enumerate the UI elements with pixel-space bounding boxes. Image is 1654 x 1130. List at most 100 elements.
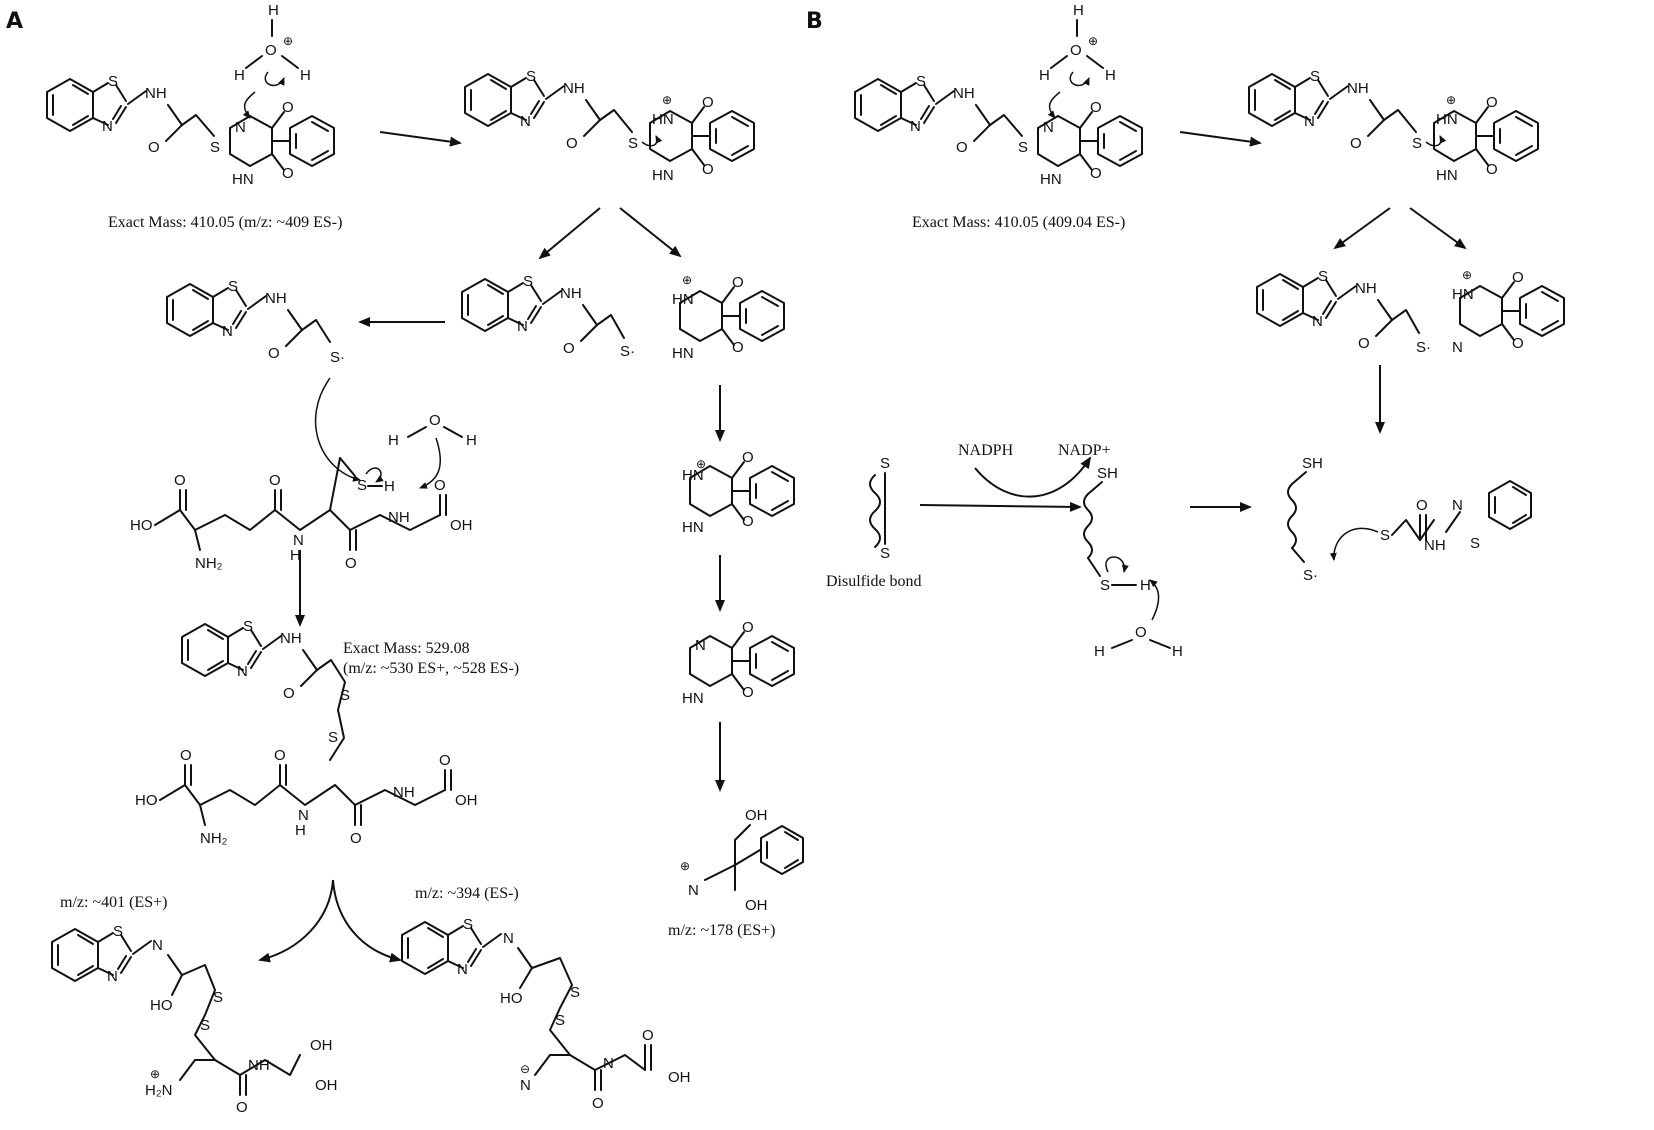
svg-text:S: S bbox=[1470, 535, 1480, 552]
svg-text:S: S bbox=[113, 923, 123, 940]
svg-text:N: N bbox=[293, 532, 304, 549]
svg-text:O: O bbox=[1135, 624, 1147, 641]
svg-text:S: S bbox=[1018, 139, 1028, 156]
svg-text:N: N bbox=[152, 937, 163, 954]
svg-text:O: O bbox=[1512, 335, 1524, 352]
svg-text:N: N bbox=[1452, 339, 1463, 356]
svg-text:H: H bbox=[1039, 67, 1050, 84]
svg-text:⊕: ⊕ bbox=[1462, 268, 1472, 282]
a-thiyl-radical-2: S N NH O S· bbox=[166, 278, 361, 482]
b-arrow-1 bbox=[1179, 131, 1262, 147]
a-arrow-2b bbox=[619, 207, 682, 258]
svg-text:O: O bbox=[269, 472, 281, 489]
svg-text:O: O bbox=[1416, 497, 1428, 514]
svg-text:O: O bbox=[592, 1095, 604, 1112]
svg-text:S: S bbox=[628, 135, 638, 152]
svg-text:N: N bbox=[107, 968, 118, 985]
svg-text:N: N bbox=[1043, 119, 1054, 136]
svg-text:S: S bbox=[526, 68, 536, 85]
svg-text:O: O bbox=[265, 42, 277, 59]
svg-text:N: N bbox=[235, 119, 246, 136]
svg-text:O: O bbox=[742, 684, 754, 701]
a-fragment-401: S N N HO S S O H₂N ⊕ NH OH OH bbox=[51, 923, 338, 1116]
svg-text:HN: HN bbox=[1452, 286, 1474, 303]
svg-text:H: H bbox=[1172, 643, 1183, 660]
svg-text:HO: HO bbox=[130, 517, 153, 534]
svg-text:HN: HN bbox=[672, 291, 694, 308]
b-cofactor-arrow bbox=[974, 456, 1092, 498]
svg-text:O: O bbox=[439, 752, 451, 769]
b-mass-label-1: Exact Mass: 410.05 (409.04 ES-) bbox=[912, 214, 1125, 231]
svg-text:O: O bbox=[180, 747, 192, 764]
b-protonated-intermediate: S N NH O S HN ⊕ HN O O bbox=[1248, 68, 1539, 184]
svg-text:HO: HO bbox=[500, 990, 523, 1007]
svg-text:S: S bbox=[1318, 268, 1328, 285]
a-frag-401-label: m/z: ~401 (ES+) bbox=[60, 894, 167, 911]
svg-text:HN: HN bbox=[232, 171, 254, 188]
a-start-compound: S N NH O S N HN O O H O ⊕ H H bbox=[46, 2, 335, 188]
svg-text:OH: OH bbox=[310, 1037, 333, 1054]
svg-text:N: N bbox=[503, 930, 514, 947]
svg-text:S·: S· bbox=[1416, 339, 1431, 356]
svg-text:S: S bbox=[880, 455, 890, 472]
svg-text:OH: OH bbox=[745, 897, 768, 914]
svg-text:NH: NH bbox=[265, 290, 287, 307]
svg-text:S: S bbox=[880, 545, 890, 562]
svg-text:O: O bbox=[1486, 161, 1498, 178]
b-thiyl-radical: S N NH O S· bbox=[1256, 268, 1431, 356]
svg-text:H: H bbox=[1073, 2, 1084, 19]
svg-text:H: H bbox=[268, 2, 279, 19]
svg-text:N: N bbox=[102, 118, 113, 135]
svg-text:O: O bbox=[268, 345, 280, 362]
svg-text:O: O bbox=[1512, 269, 1524, 286]
svg-text:N: N bbox=[603, 1055, 614, 1072]
svg-text:O: O bbox=[174, 472, 186, 489]
svg-text:N: N bbox=[1312, 313, 1323, 330]
svg-text:S: S bbox=[1310, 68, 1320, 85]
svg-text:⊕: ⊕ bbox=[696, 457, 706, 471]
a-thiyl-radical-1: S N NH O S· bbox=[461, 273, 635, 360]
svg-text:N: N bbox=[457, 961, 468, 978]
svg-text:S: S bbox=[916, 73, 926, 90]
svg-text:S·: S· bbox=[330, 349, 345, 366]
a-fragment-394: S N N HO S S O N ⊖ N O OH bbox=[401, 916, 691, 1112]
svg-text:⊕: ⊕ bbox=[1446, 93, 1456, 107]
svg-text:H₂N: H₂N bbox=[145, 1082, 173, 1099]
svg-text:NH: NH bbox=[280, 630, 302, 647]
svg-text:⊕: ⊕ bbox=[1088, 34, 1098, 48]
svg-text:S: S bbox=[570, 984, 580, 1001]
svg-text:NH₂: NH₂ bbox=[195, 555, 223, 572]
b-water: O H H bbox=[1094, 579, 1183, 660]
a-disulfide-adduct: S N NH O S S O HO NH₂ O N H O NH O OH bbox=[135, 618, 478, 847]
svg-text:O: O bbox=[1486, 94, 1498, 111]
svg-text:S: S bbox=[1100, 577, 1110, 594]
a-glutathione: S H O HO NH₂ O N H O NH O OH bbox=[130, 457, 473, 572]
svg-text:O: O bbox=[563, 340, 575, 357]
svg-text:⊕: ⊕ bbox=[680, 859, 690, 873]
a-water-1: O H H bbox=[388, 412, 477, 489]
svg-text:HN: HN bbox=[1436, 111, 1458, 128]
svg-text:HO: HO bbox=[150, 997, 173, 1014]
svg-text:S: S bbox=[340, 687, 350, 704]
svg-text:N: N bbox=[222, 323, 233, 340]
svg-text:O: O bbox=[956, 139, 968, 156]
svg-text:S: S bbox=[228, 278, 238, 295]
svg-text:N: N bbox=[520, 113, 531, 130]
svg-text:NH: NH bbox=[563, 80, 585, 97]
svg-text:H: H bbox=[290, 547, 301, 564]
a-pyrimidine-neutral: N HN O O bbox=[682, 619, 795, 707]
svg-text:O: O bbox=[1358, 335, 1370, 352]
svg-text:N: N bbox=[298, 807, 309, 824]
svg-text:H: H bbox=[1140, 577, 1151, 594]
b-arrow-reduction bbox=[919, 501, 1082, 512]
b-dithiol: SH S H bbox=[1083, 465, 1151, 594]
svg-text:O: O bbox=[274, 747, 286, 764]
a-protonated-intermediate: S N NH O S HN ⊕ HN O O bbox=[464, 68, 755, 184]
b-arrow-2a bbox=[1333, 207, 1391, 250]
svg-text:HN: HN bbox=[652, 111, 674, 128]
svg-text:NH: NH bbox=[388, 509, 410, 526]
svg-text:S: S bbox=[1412, 135, 1422, 152]
svg-text:OH: OH bbox=[745, 807, 768, 824]
svg-text:O: O bbox=[350, 830, 362, 847]
svg-text:O: O bbox=[732, 339, 744, 356]
